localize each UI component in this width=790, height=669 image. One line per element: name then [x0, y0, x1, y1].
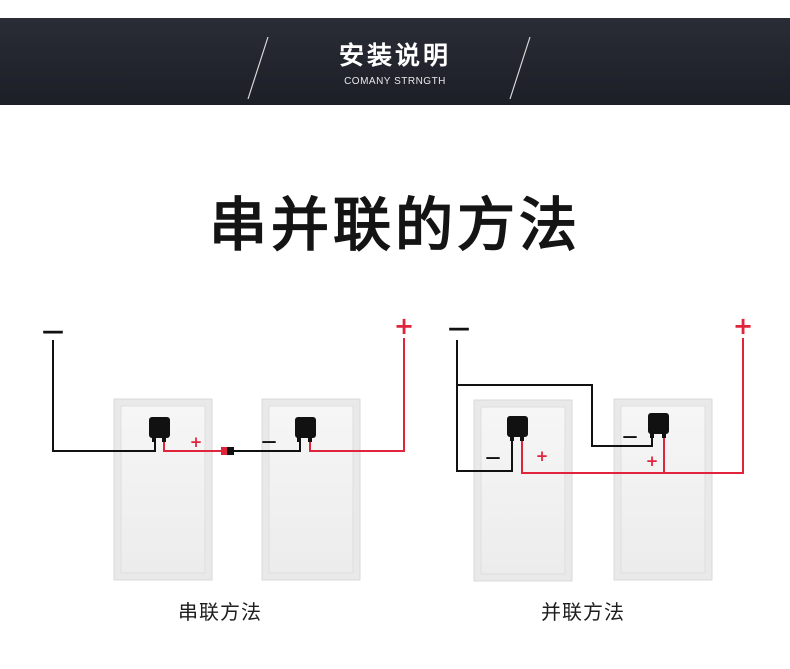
- series-panel1-positive-label: +: [190, 433, 203, 451]
- series-link-positive-wire: [163, 438, 222, 452]
- parallel-negative-terminal-label: —: [448, 316, 470, 341]
- parallel-panel2-negative-label: —: [623, 427, 638, 445]
- series-panel2-negative-label: —: [262, 432, 277, 450]
- parallel-positive-terminal-label: +: [733, 312, 753, 340]
- page-title: 串并联的方法: [208, 191, 581, 259]
- series-junction-box-1: [149, 417, 170, 442]
- series-negative-wire: [52, 340, 156, 452]
- parallel-junction-box-2: [648, 413, 669, 438]
- banner-slash-left: [247, 36, 269, 100]
- parallel-negative-trunk-wire: [456, 340, 513, 472]
- parallel-junction-box-1: [507, 416, 528, 441]
- banner-slash-right: [509, 36, 531, 100]
- series-positive-wire: [309, 338, 405, 452]
- series-negative-terminal-label: —: [42, 319, 64, 344]
- parallel-panel2-positive-label: +: [646, 452, 659, 470]
- series-junction-box-2: [295, 417, 316, 442]
- header-title: 安装说明: [338, 41, 451, 70]
- header-banner: [0, 18, 790, 105]
- series-link-negative-wire: [231, 438, 301, 452]
- series-positive-terminal-label: +: [394, 312, 414, 340]
- series-mc4-connector: [221, 447, 234, 455]
- parallel-positive-trunk-wire: [521, 338, 744, 474]
- parallel-panel1-negative-label: —: [486, 448, 501, 466]
- series-caption: 串联方法: [178, 600, 262, 624]
- parallel-panel-2: [613, 398, 713, 581]
- parallel-negative-branch-wire: [457, 384, 653, 447]
- header-subtitle: COMANY STRNGTH: [344, 76, 446, 87]
- parallel-panel1-positive-label: +: [536, 447, 549, 465]
- parallel-caption: 并联方法: [541, 600, 625, 624]
